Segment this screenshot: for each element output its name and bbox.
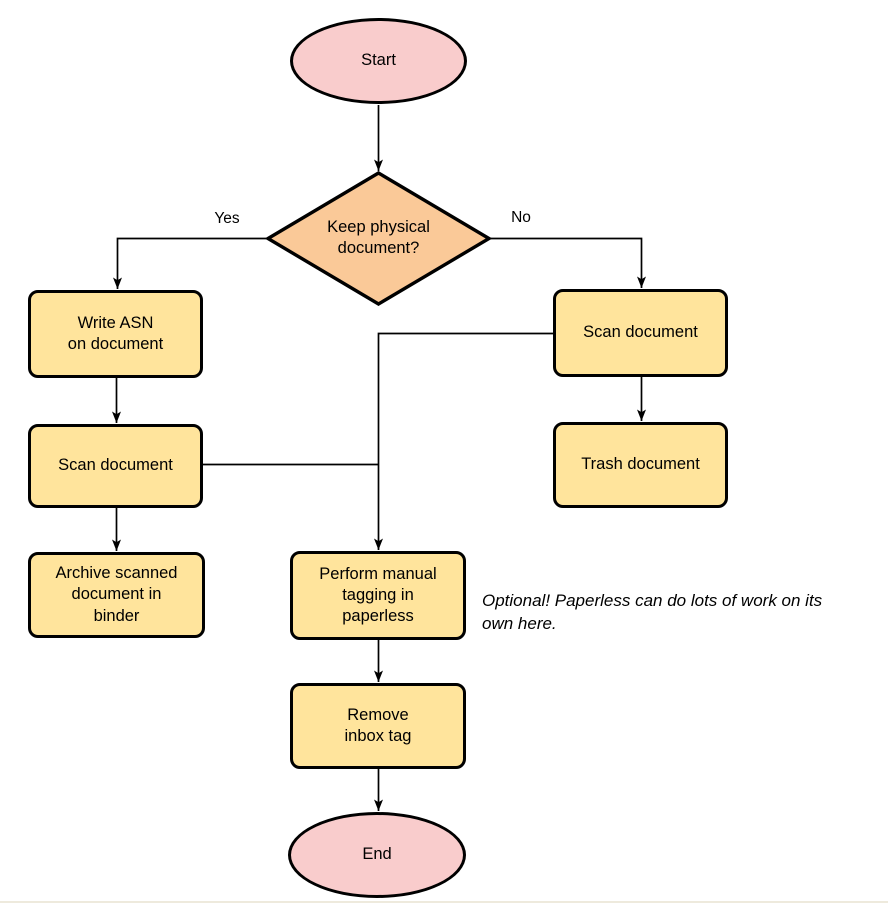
bottom-divider <box>0 901 888 903</box>
annotation-note: Optional! Paperless can do lots of work … <box>482 591 823 633</box>
node-trash-document: Trash document <box>553 422 728 508</box>
node-scan-document-left: Scan document <box>28 424 203 508</box>
node-decision-label: Keep physical document? <box>327 217 430 257</box>
node-decision: Keep physical document? <box>296 204 461 272</box>
node-write-asn: Write ASN on document <box>28 290 203 378</box>
node-remove-inbox-tag-label: Remove inbox tag <box>344 705 412 745</box>
node-perform-manual-tagging: Perform manual tagging in paperless <box>290 551 466 640</box>
edge-scan-right-to-perform-tagging <box>374 332 553 550</box>
node-start-label: Start <box>361 51 396 70</box>
edge-decision-no-to-scan-right <box>490 237 646 288</box>
node-archive-in-binder: Archive scanned document in binder <box>28 552 205 638</box>
node-archive-in-binder-label: Archive scanned document in binder <box>55 564 178 625</box>
node-scan-document-right-label: Scan document <box>583 323 698 342</box>
node-write-asn-label: Write ASN on document <box>67 313 164 353</box>
node-end: End <box>288 812 466 898</box>
node-scan-document-right: Scan document <box>553 289 728 377</box>
node-end-label: End <box>362 845 392 864</box>
decision-shape <box>264 171 493 306</box>
edge-label-yes: Yes <box>214 210 240 227</box>
edge-decision-yes-to-write-asn <box>113 237 266 289</box>
node-scan-document-left-label: Scan document <box>58 456 173 475</box>
node-remove-inbox-tag: Remove inbox tag <box>290 683 466 769</box>
edge-label-no: No <box>511 209 531 226</box>
node-start: Start <box>290 18 467 104</box>
node-trash-document-label: Trash document <box>581 455 700 474</box>
node-perform-manual-tagging-label: Perform manual tagging in paperless <box>319 564 437 626</box>
